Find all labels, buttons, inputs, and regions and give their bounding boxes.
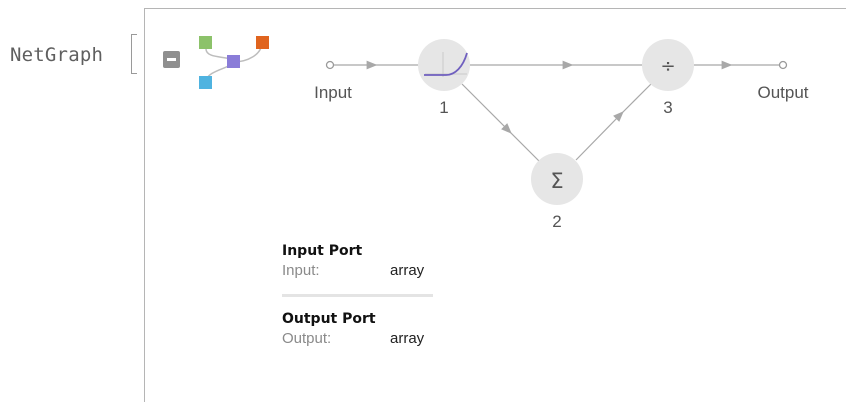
output-port-key: Output:	[282, 330, 332, 347]
graph-output-port[interactable]: Output	[757, 60, 809, 103]
input-port-label: Input	[314, 83, 352, 102]
input-port-value: array	[390, 262, 425, 279]
input-port-key: Input:	[282, 262, 320, 279]
output-port-section: Output Port Output: array	[282, 311, 424, 349]
collapse-toggle-button[interactable]	[163, 51, 180, 68]
node-3-label: 3	[663, 98, 672, 117]
graph-input-port[interactable]: Input	[314, 60, 352, 103]
input-port-section: Input Port Input: array	[282, 243, 424, 281]
netgraph-icon	[199, 36, 269, 89]
output-port-row: Output: array	[282, 327, 424, 349]
output-port-label: Output	[757, 83, 808, 102]
graph-node-2[interactable]: Σ 2	[531, 153, 583, 231]
open-bracket	[131, 34, 137, 74]
graph-node-1[interactable]: 1	[418, 39, 470, 117]
ramp-curve-icon	[424, 52, 468, 76]
node-1-label: 1	[439, 98, 448, 117]
netgraph-output-panel	[144, 8, 846, 402]
graph-edges	[333, 60, 779, 162]
node-2-label: 2	[552, 212, 561, 231]
port-separator	[282, 294, 433, 297]
input-port-row: Input: array	[282, 259, 424, 281]
divide-icon: ÷	[660, 56, 675, 77]
output-port-heading: Output Port	[282, 311, 376, 327]
sum-icon: Σ	[550, 169, 563, 193]
graph-node-3[interactable]: ÷ 3	[642, 39, 694, 117]
output-port-value: array	[390, 330, 425, 347]
netgraph-head-label: NetGraph	[10, 44, 104, 66]
input-port-heading: Input Port	[282, 243, 363, 259]
